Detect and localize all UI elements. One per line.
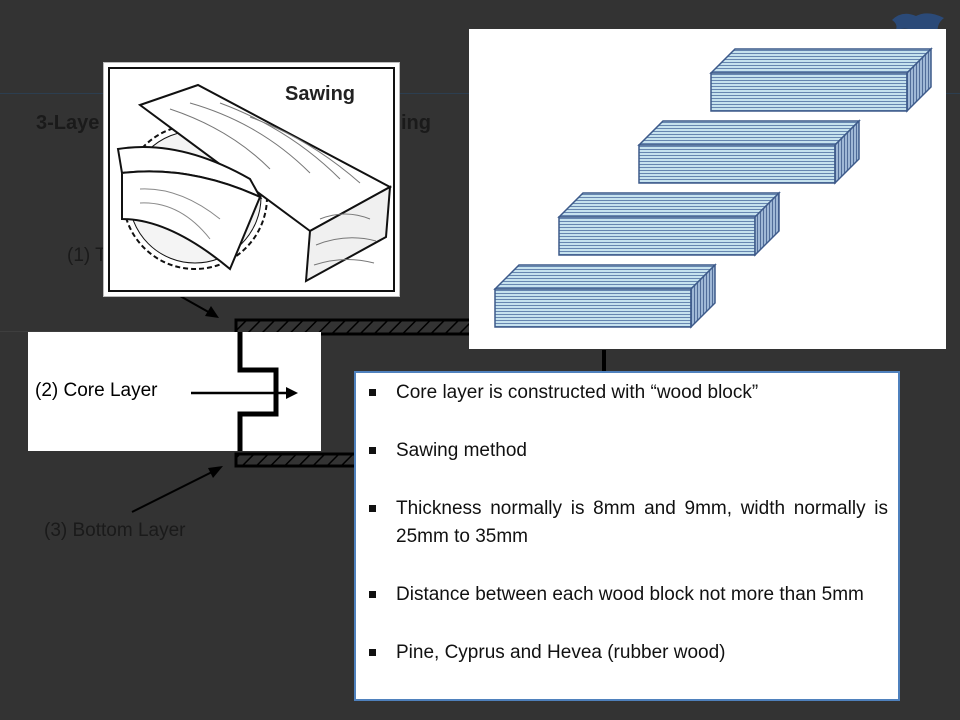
wood-blocks-illustration <box>493 47 933 329</box>
heading-end: ing <box>401 112 431 134</box>
bullet-item: Core layer is constructed with “wood blo… <box>366 379 888 407</box>
heading-start: 3-Laye <box>36 112 100 134</box>
logo-icon <box>892 13 944 34</box>
bullet-item: Thickness normally is 8mm and 9mm, width… <box>366 495 888 551</box>
bottom-layer-arrow <box>131 469 217 513</box>
wood-blocks-image <box>469 29 946 349</box>
section-divider <box>0 331 240 332</box>
bullet-item: Pine, Cyprus and Hevea (rubber wood) <box>366 639 888 667</box>
bullet-item: Sawing method <box>366 437 888 465</box>
core-layer-info-box: Core layer is constructed with “wood blo… <box>354 371 900 701</box>
wood-block-1 <box>709 47 933 113</box>
sawing-image: Sawing <box>103 62 400 297</box>
bullet-item: Distance between each wood block not mor… <box>366 581 888 609</box>
core-layer-panel: (2) Core Layer <box>28 332 321 451</box>
sawing-illustration: Sawing <box>108 67 395 292</box>
slide-heading: 3-Laye ing <box>36 112 431 135</box>
top-layer-arrow <box>179 295 213 315</box>
bottom-layer-label: (3) Bottom Layer <box>44 520 186 541</box>
top-layer-label: (1) T <box>67 245 107 266</box>
core-layer-label: (2) Core Layer <box>35 380 158 401</box>
wood-block-2 <box>637 119 861 185</box>
bottom-layer-bar <box>234 452 358 468</box>
sawing-title: Sawing <box>285 83 356 105</box>
core-profile <box>191 332 298 451</box>
wood-block-3 <box>557 191 781 257</box>
wood-block-4 <box>493 263 717 329</box>
